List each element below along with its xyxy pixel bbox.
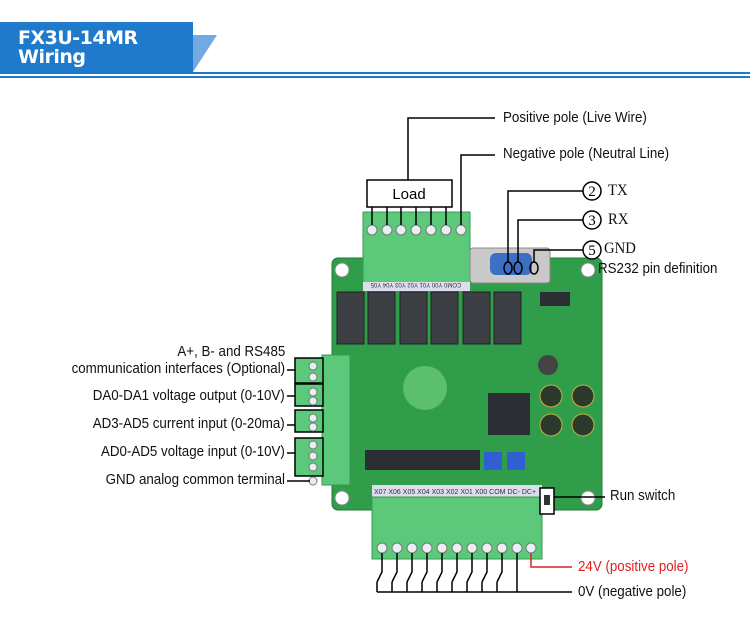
rs485-label-1: A+, B- and RS485	[177, 344, 285, 360]
potentiometer	[484, 452, 502, 470]
24v-label: 24V (positive pole)	[578, 559, 689, 575]
logo-circle	[403, 366, 447, 410]
silk-input: X07 X06 X05 X04 X03 X02 X01 X00 COM DC- …	[374, 489, 536, 496]
rs485-label-2: communication interfaces (Optional)	[71, 361, 285, 377]
load-label: Load	[392, 186, 425, 203]
run-switch-label: Run switch	[610, 488, 676, 504]
relays	[336, 291, 522, 345]
silk-output: COM0 Y00 Y01 Y02 Y03 Y04 Y05	[370, 281, 461, 287]
analog-terminal-block	[321, 354, 351, 486]
gnd-label: GND	[604, 240, 636, 257]
ad-current-label: AD3-AD5 current input (0-20ma)	[92, 416, 285, 432]
rs232-caption: RS232 pin definition	[598, 261, 718, 277]
pin-5: 5	[588, 243, 596, 259]
tx-label: TX	[608, 182, 628, 199]
potentiometer	[507, 452, 525, 470]
mcu-chip	[488, 393, 530, 435]
negative-pole-label: Negative pole (Neutral Line)	[503, 146, 670, 162]
pin-2: 2	[588, 184, 596, 200]
header-subtitle: Wiring	[18, 46, 86, 68]
load-box	[366, 179, 453, 208]
header-title: FX3U-14MR	[18, 27, 138, 49]
inductor	[538, 355, 558, 375]
positive-pole-label: Positive pole (Live Wire)	[503, 110, 647, 126]
24v-wire	[530, 553, 572, 568]
da-output-label: DA0-DA1 voltage output (0-10V)	[92, 388, 285, 404]
mount-hole	[334, 262, 350, 278]
mount-hole	[580, 490, 596, 506]
mount-hole	[580, 262, 596, 278]
header-rule-2	[0, 76, 750, 78]
pin-3: 3	[588, 213, 596, 229]
header-accent	[193, 35, 217, 72]
rx-label: RX	[608, 211, 629, 228]
header-rule	[0, 72, 750, 74]
0v-label: 0V (negative pole)	[578, 584, 687, 600]
optocouplers	[365, 450, 480, 470]
header-banner: FX3U-14MR Wiring	[0, 22, 193, 72]
mount-hole	[334, 490, 350, 506]
ad-voltage-label: AD0-AD5 voltage input (0-10V)	[101, 444, 285, 460]
gnd-common-label: GND analog common terminal	[105, 472, 285, 488]
